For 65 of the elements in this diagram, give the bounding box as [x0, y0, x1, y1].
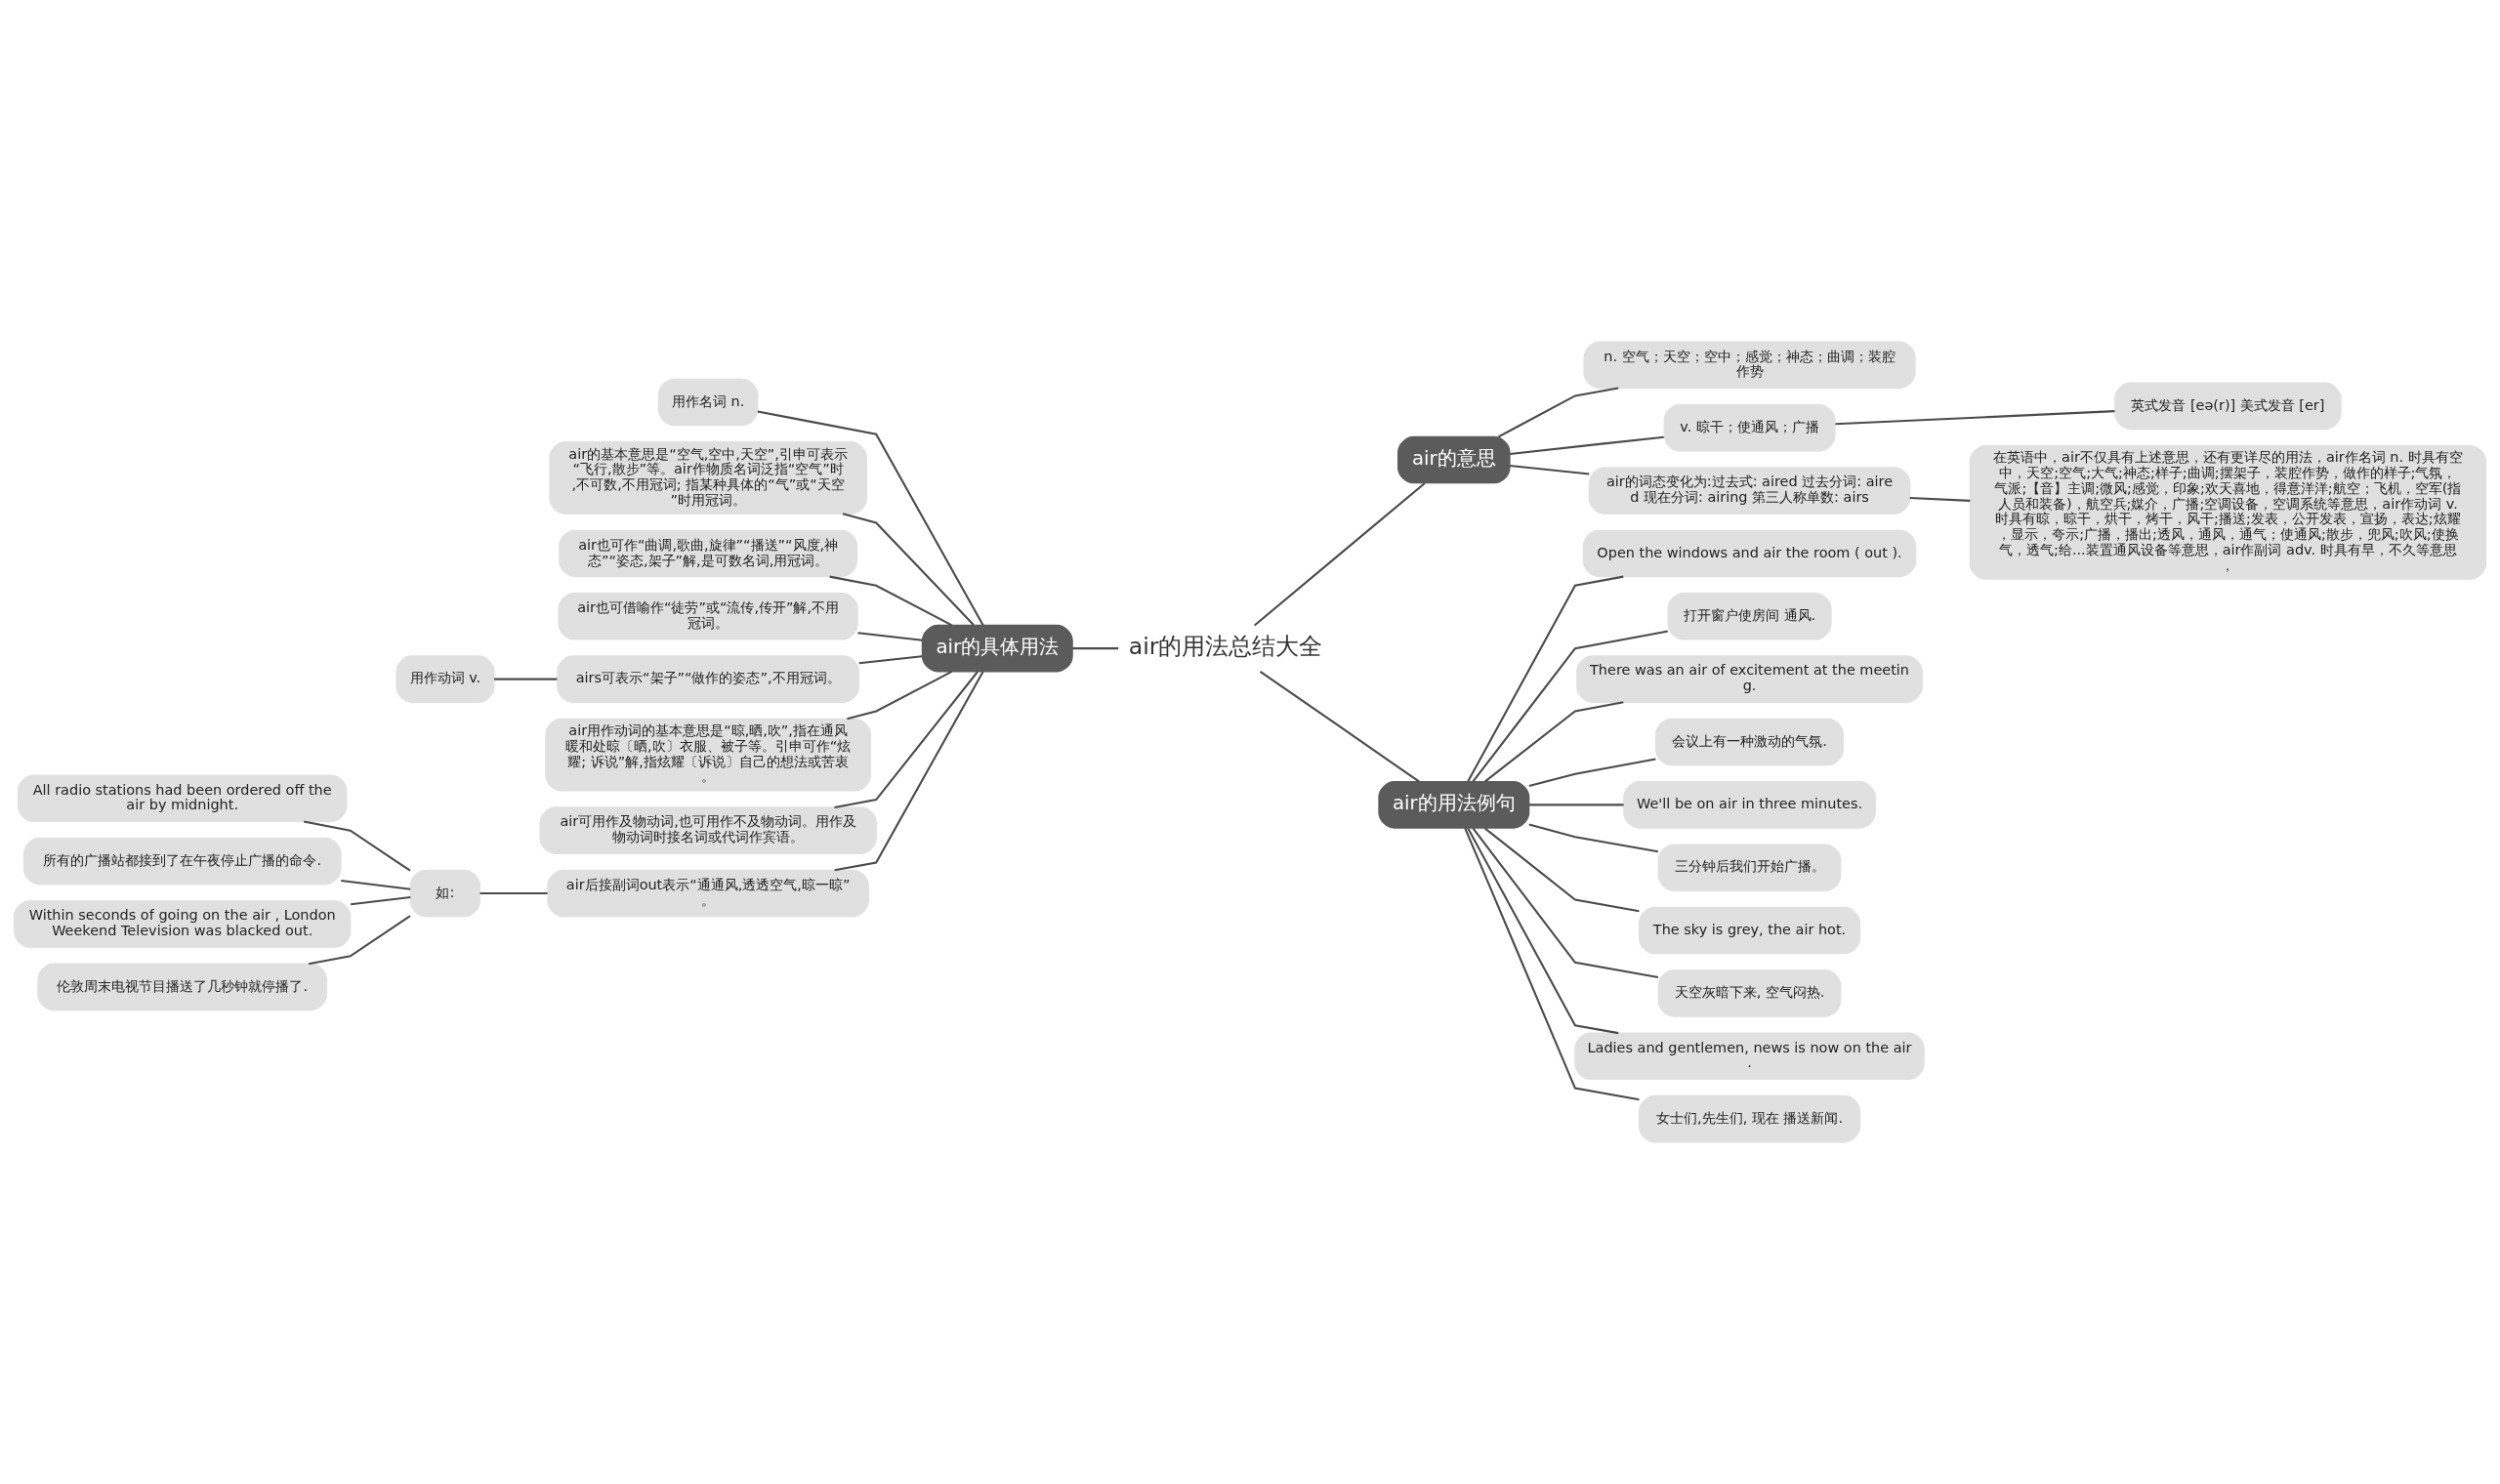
connector: [1472, 827, 1659, 979]
node-box: air的意思: [1397, 435, 1511, 484]
connector: [842, 513, 975, 626]
node-box: 英式发音 [eə(r)] 美式发音 [er]: [2114, 382, 2342, 431]
node-box: 三分钟后我们开始广播。: [1657, 844, 1842, 891]
node-box: There was an air of excitement at the meeting.: [1576, 655, 1923, 703]
connector: [1072, 647, 1119, 650]
connector: [857, 632, 923, 641]
node-box: air的基本意思是“空气,空中,天空”,引申可表示“飞行,散步”等。air作物质名词泛指“空气”时,不可数,不用冠词; 指某种具体的“气”或“天空”时用冠词。: [549, 441, 867, 515]
node-box: 用作名词 n.: [657, 378, 759, 427]
node-box: 用作动词 v.: [396, 655, 495, 703]
node-box: 如:: [409, 869, 481, 918]
node-box: air后接副词out表示“通通风,透透空气,晾一晾”。: [547, 869, 869, 918]
node-box: air的用法例句: [1378, 781, 1530, 829]
connector: [479, 891, 548, 894]
connector: [847, 671, 953, 721]
connector: [1835, 410, 2115, 426]
connector: [1528, 823, 1659, 853]
connector: [829, 575, 953, 627]
connector: [1254, 482, 1426, 627]
connector: [1467, 575, 1624, 782]
node-box: Ladies and gentlemen, news is now on the air.: [1574, 1032, 1925, 1081]
connector: [308, 915, 411, 966]
connector: [303, 820, 411, 872]
node-box: The sky is grey, the air hot.: [1638, 906, 1861, 955]
node-box: 伦敦周末电视节目播送了几秒钟就停播了.: [37, 963, 328, 1011]
connector: [1510, 464, 1590, 475]
node-box: v. 晾干；使通风；广播: [1663, 403, 1836, 452]
node-box: n. 空气；天空；空中；感觉；神态；曲调；装腔作势: [1583, 341, 1916, 390]
connector: [1497, 387, 1619, 438]
connector: [1528, 758, 1656, 787]
node-text: air的用法总结大全: [1128, 632, 1323, 660]
node-box: air也可借喻作“徒劳”或“流传,传开”解,不用冠词。: [558, 593, 858, 640]
node-box: air也可作“曲调,歌曲,旋律”“播送”“风度,神态”“姿态,架子”解,是可数名词,用冠词。: [559, 529, 858, 578]
node-box: air可用作及物动词,也可用作不及物动词。用作及物动词时接名词或代词作宾语。: [539, 806, 877, 854]
connector: [494, 678, 558, 680]
connector: [1483, 701, 1624, 783]
node-box: 所有的广播站都接到了在午夜停止广播的命令.: [22, 837, 342, 886]
node-box: 天空灰暗下来, 空气闷热.: [1657, 969, 1842, 1017]
connector: [1464, 827, 1640, 1101]
node-box: 女士们,先生们, 现在 播送新闻.: [1638, 1094, 1861, 1143]
connector: [1510, 435, 1664, 455]
connector: [834, 671, 984, 872]
connector: [757, 410, 984, 626]
connector: [341, 879, 411, 890]
connector: [1483, 827, 1640, 913]
connector: [351, 895, 411, 906]
connector: [1472, 630, 1668, 783]
connector: [834, 671, 979, 808]
node-box: air用作动词的基本意思是“晾,晒,吹”,指在通风暖和处晾〔晒,吹〕衣服、被子等。引申可作“炫耀; 诉说”解,指炫耀〔诉说〕自己的想法或苦衷。: [545, 718, 871, 792]
connector: [1467, 827, 1619, 1035]
connector: [1259, 670, 1420, 783]
node-box: 会议上有一种激动的气氛.: [1655, 718, 1845, 766]
node-box: Open the windows and air the room ( out ).: [1582, 529, 1917, 578]
node-box: 在英语中，air不仅具有上述意思，还有更详尽的用法，air作名词 n. 时具有空中，天空;空气;大气;神态;样子;曲调;摆架子，装腔作势，做作的样子;气氛，气派;【音】主调;微风;感觉，印象;欢天喜地，得意洋洋;航空；飞机，空军(指人员和装备)，航空兵;媒介，广播;空调设备，空调系统等意思，air作动词 v. 时具有晾，晾干，烘干，烤干，风干;播送;发表，公开发表，宣扬，表达;炫耀，显示，夸示;广播，播出;透风，通风，通气；使通风;散步，兜风;吹风;使换气，透气;给...装置通风设备等意思，air作副词 adv. 时具有早，不久等意思，: [1969, 444, 2486, 580]
node-box: air的词态变化为:过去式: aired 过去分词: aired 现在分词: airing 第三人称单数: airs: [1588, 467, 1911, 515]
connector: [1909, 497, 1971, 502]
connector: [858, 655, 923, 665]
node-box: air的具体用法: [921, 624, 1073, 673]
node-box: All radio stations had been ordered off the air by midnight.: [17, 774, 348, 823]
node-box: Within seconds of going on the air , London Weekend Television was blacked out.: [14, 900, 352, 948]
node-box: We'll be on air in three minutes.: [1623, 781, 1876, 829]
connector: [1528, 804, 1624, 806]
node-box: airs可表示“架子”“做作的姿态”,不用冠词。: [557, 655, 860, 703]
node-box: 打开窗户使房间 通风.: [1667, 593, 1832, 640]
